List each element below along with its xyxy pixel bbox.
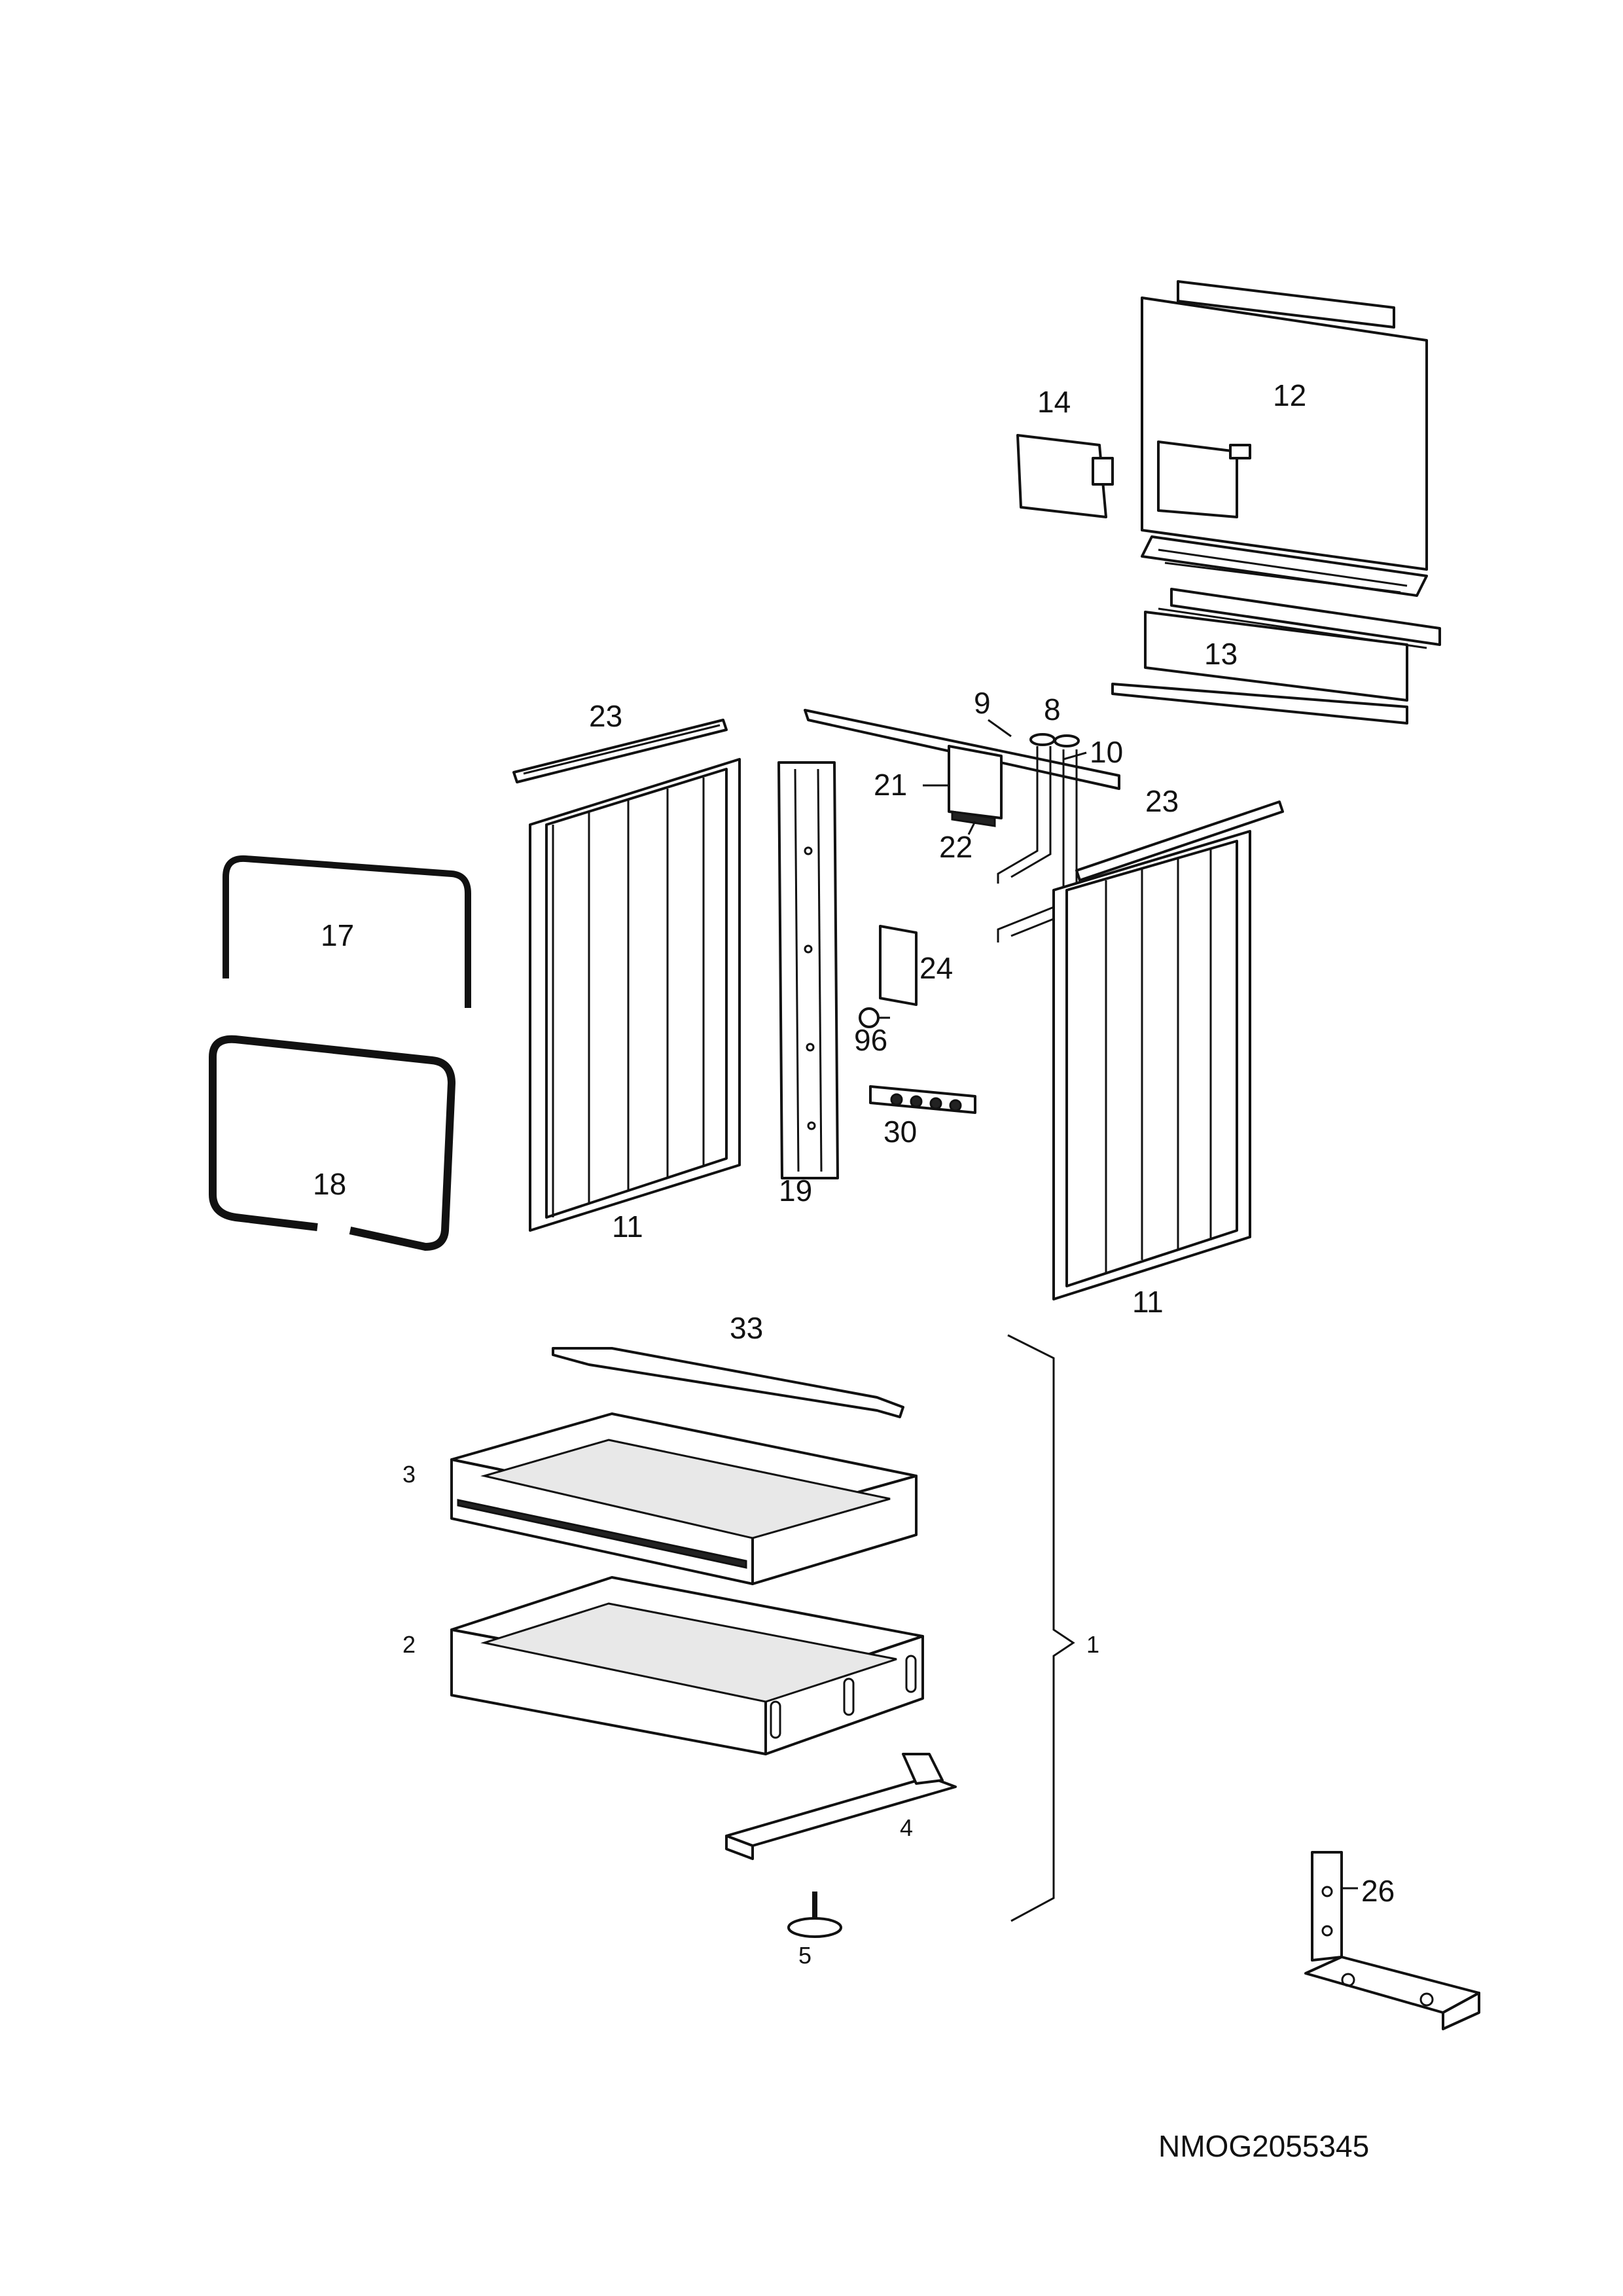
label-96: 96 xyxy=(854,1023,887,1057)
label-23-left: 23 xyxy=(589,699,622,733)
label-23-right: 23 xyxy=(1145,784,1179,818)
label-22: 22 xyxy=(939,830,972,864)
label-12: 12 xyxy=(1273,378,1306,412)
part-24-plate xyxy=(879,925,918,1006)
label-18: 18 xyxy=(313,1167,346,1201)
label-21: 21 xyxy=(874,768,907,802)
label-24: 24 xyxy=(919,951,953,985)
label-4: 4 xyxy=(900,1814,913,1841)
part-23-top-rail-right xyxy=(1075,800,1284,882)
label-13: 13 xyxy=(1204,637,1238,671)
callout-labels: 14 12 13 23 9 8 10 21 23 22 17 24 96 30 … xyxy=(313,378,1395,1969)
part-12-rear-panel xyxy=(1141,280,1428,597)
part-2-lower-frame xyxy=(450,1576,924,1755)
label-3: 3 xyxy=(402,1461,416,1488)
label-2: 2 xyxy=(402,1631,416,1658)
part-26-corner-bracket xyxy=(1304,1851,1480,2030)
label-26: 26 xyxy=(1361,1874,1395,1908)
label-5: 5 xyxy=(798,1942,812,1969)
label-19: 19 xyxy=(779,1174,812,1208)
part-5-foot xyxy=(787,1892,842,1938)
group-bracket-1 xyxy=(1007,1334,1075,1922)
part-3-upper-frame xyxy=(450,1412,918,1585)
label-33: 33 xyxy=(730,1311,763,1345)
label-17: 17 xyxy=(321,918,354,952)
label-30: 30 xyxy=(883,1115,917,1149)
leader-lines xyxy=(923,719,1358,1890)
part-13-rear-channel xyxy=(1111,588,1441,725)
part-21-top-bracket xyxy=(804,709,1120,827)
label-14: 14 xyxy=(1037,385,1071,419)
part-23-top-rail-left xyxy=(512,719,728,783)
part-14-cover-plate xyxy=(1016,434,1114,518)
part-18-gasket xyxy=(209,1035,456,1251)
label-1: 1 xyxy=(1086,1631,1099,1658)
part-30-terminal-block xyxy=(869,1085,976,1114)
label-11-right: 11 xyxy=(1132,1285,1164,1319)
label-9: 9 xyxy=(974,686,991,720)
part-17-gasket xyxy=(223,855,471,1008)
label-8: 8 xyxy=(1044,692,1061,726)
label-11-left: 11 xyxy=(612,1210,643,1244)
drawing-code: NMOG2055345 xyxy=(1158,2129,1369,2163)
part-33-strip xyxy=(552,1347,904,1418)
label-10: 10 xyxy=(1090,735,1123,769)
part-4-foot-rail xyxy=(725,1753,957,1860)
part-96-knob xyxy=(859,1007,890,1028)
part-19-vertical-post xyxy=(777,761,839,1179)
part-11-side-panel-left xyxy=(529,758,741,1232)
part-11-side-panel-right xyxy=(1052,830,1251,1300)
